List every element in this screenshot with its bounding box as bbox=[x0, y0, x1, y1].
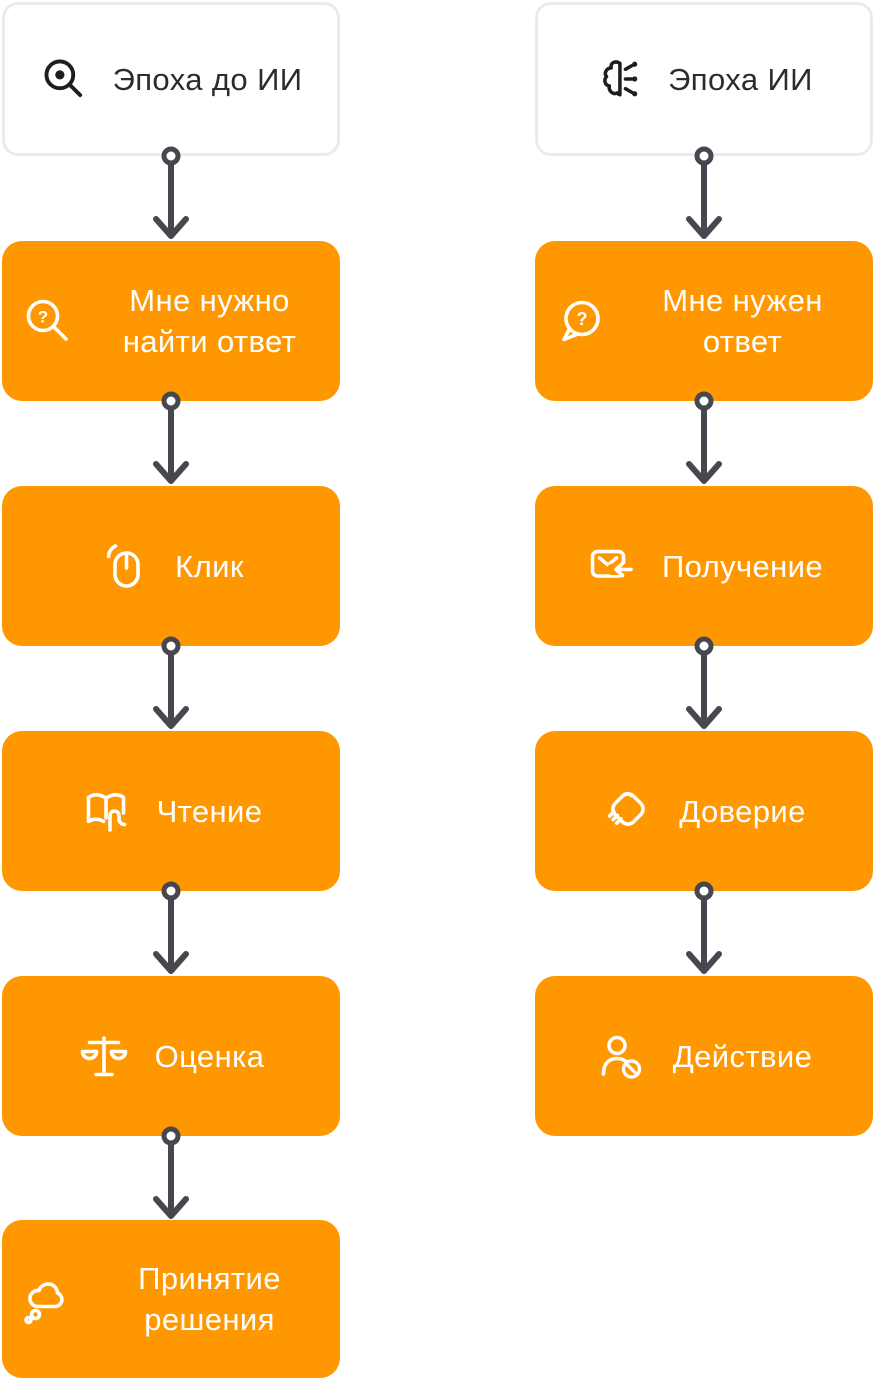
node-era-pre-ai: Эпоха до ИИ bbox=[2, 2, 340, 156]
search-question-icon: ? bbox=[22, 295, 74, 347]
node-label: Действие bbox=[672, 1038, 813, 1074]
node-label: Оценка bbox=[154, 1038, 265, 1074]
node-receiving: Получение bbox=[535, 486, 873, 646]
arrow-connector bbox=[684, 636, 724, 731]
node-label: Мне нужно найти ответ bbox=[122, 283, 297, 359]
node-need-find-answer: ? Мне нужно найти ответ bbox=[2, 241, 340, 401]
node-label: Получение bbox=[661, 548, 824, 584]
node-label: Мне нужен ответ bbox=[662, 283, 823, 359]
node-label: Чтение bbox=[156, 793, 263, 829]
loupe-dot-icon bbox=[40, 55, 88, 103]
arrow-connector bbox=[151, 391, 191, 486]
node-need-answer: ? Мне нужен ответ bbox=[535, 241, 873, 401]
node-label: Эпоха до ИИ bbox=[112, 61, 303, 97]
node-reading: Чтение bbox=[2, 731, 340, 891]
mouse-click-icon bbox=[98, 540, 150, 592]
node-evaluation: Оценка bbox=[2, 976, 340, 1136]
node-era-ai: Эпоха ИИ bbox=[535, 2, 873, 156]
node-trust: Доверие bbox=[535, 731, 873, 891]
arrow-connector bbox=[684, 391, 724, 486]
arrow-connector bbox=[151, 881, 191, 976]
svg-text:?: ? bbox=[577, 309, 588, 329]
arrow-connector bbox=[151, 1126, 191, 1221]
node-label: Клик bbox=[175, 548, 244, 584]
open-book-icon bbox=[80, 785, 132, 837]
mail-receive-icon bbox=[585, 540, 637, 592]
column-pre-ai: Эпоха до ИИ ? Мне нужно найти ответ bbox=[2, 0, 340, 1380]
scales-icon bbox=[78, 1030, 130, 1082]
column-ai: Эпоха ИИ ? Мне нужен ответ bbox=[535, 0, 873, 1380]
node-decision: Принятие решения bbox=[2, 1220, 340, 1378]
node-label: Принятие решения bbox=[138, 1261, 281, 1337]
arrow-connector bbox=[151, 636, 191, 731]
user-block-icon bbox=[596, 1030, 648, 1082]
arrow-connector bbox=[151, 146, 191, 241]
arrow-connector bbox=[684, 881, 724, 976]
node-label: Доверие bbox=[679, 793, 806, 829]
arrow-connector bbox=[684, 146, 724, 241]
node-label: Эпоха ИИ bbox=[668, 61, 813, 97]
ai-brain-icon bbox=[595, 55, 643, 103]
question-bubble-icon: ? bbox=[555, 295, 607, 347]
node-click: Клик bbox=[2, 486, 340, 646]
thought-cloud-icon bbox=[22, 1273, 74, 1325]
svg-text:?: ? bbox=[38, 308, 48, 327]
handshake-icon bbox=[602, 785, 654, 837]
node-action: Действие bbox=[535, 976, 873, 1136]
